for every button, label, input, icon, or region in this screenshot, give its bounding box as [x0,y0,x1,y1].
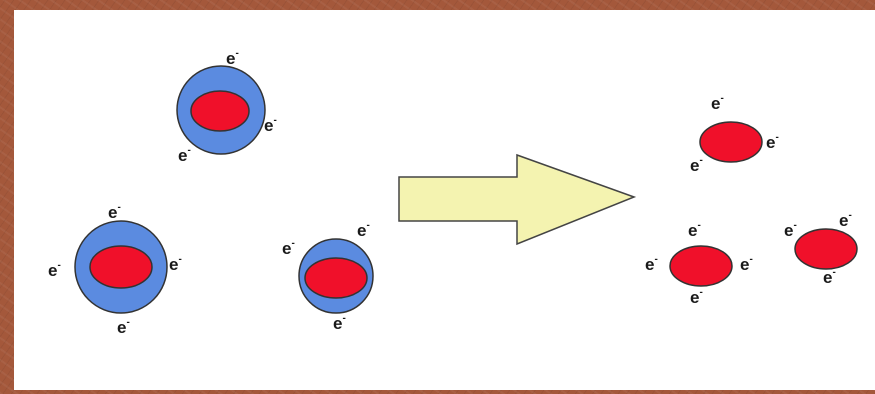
electron-label: e- [839,210,852,230]
electron-charge: - [697,220,700,231]
electron-charge: - [178,254,181,265]
electron-charge: - [775,132,778,143]
electron-label: e- [48,260,61,280]
electron-label: e- [282,238,295,258]
ion-nucleus-bottom-right [794,228,858,270]
electron-label: e- [178,145,191,165]
electron-label: e- [264,115,277,135]
ion-nucleus-top [699,121,763,163]
electron-label: e- [784,220,797,240]
electron-labels: e-e-e-e-e-e-e-e-e-e-e-e-e-e-e-e-e-e-e-e- [48,48,852,337]
electron-label: e- [688,220,701,240]
electron-label: e- [226,48,239,68]
electron-charge: - [654,254,657,265]
nucleus [190,90,250,132]
electron-label: e- [823,267,836,287]
electron-label: e- [740,254,753,274]
ion-nucleus-bottom-left [669,245,733,287]
electron-charge: - [848,210,851,221]
electron-charge: - [793,220,796,231]
electron-charge: - [117,202,120,213]
electron-charge: - [366,220,369,231]
electron-label: e- [117,317,130,337]
electron-label: e- [690,287,703,307]
electron-label: e- [108,202,121,222]
right-arrow-icon [398,153,637,246]
nucleus [304,257,368,299]
atom-bottom-left [74,220,168,314]
electron-charge: - [57,260,60,271]
electron-charge: - [699,287,702,298]
atom-bottom-middle [298,238,374,314]
electron-charge: - [187,145,190,156]
atom-top [176,65,266,155]
electron-charge: - [235,48,238,59]
electron-charge: - [720,93,723,104]
electron-charge: - [291,238,294,249]
electron-label: e- [169,254,182,274]
electron-label: e- [766,132,779,152]
electron-charge: - [699,155,702,166]
electron-charge: - [832,267,835,278]
electron-label: e- [711,93,724,113]
electron-label: e- [690,155,703,175]
electron-charge: - [126,317,129,328]
electron-charge: - [273,115,276,126]
electron-charge: - [749,254,752,265]
electron-label: e- [357,220,370,240]
nucleus [89,245,153,289]
electron-label: e- [645,254,658,274]
electron-label: e- [333,313,346,333]
electron-charge: - [342,313,345,324]
